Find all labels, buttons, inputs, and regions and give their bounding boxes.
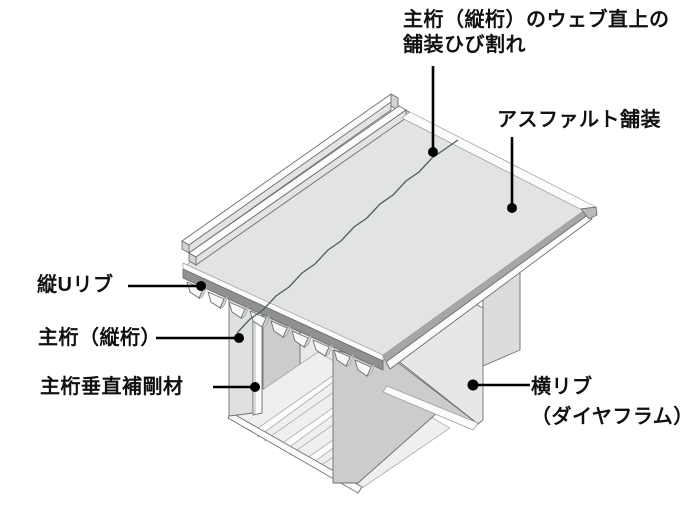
crack-leader-dot	[428, 147, 438, 157]
label-pavement-crack: 主桁（縦桁）のウェブ直上の 舗装ひび割れ	[403, 8, 670, 58]
label-diaphragm-line1: 横リブ	[531, 376, 593, 398]
diaphragm-leader-dot	[467, 379, 479, 391]
diaphragm-bottom-edge-highlight	[382, 385, 479, 431]
label-diaphragm-line2: （ダイヤフラム）	[531, 406, 694, 428]
curb-barrier	[181, 93, 413, 266]
u-rib	[354, 359, 376, 378]
front-diaphragm-shaded	[332, 349, 479, 484]
edge-strip-end-cap	[580, 206, 598, 220]
label-pavement-crack-line1: 主桁（縦桁）のウェブ直上の	[403, 9, 670, 31]
label-main-girder: 主桁（縦桁）	[38, 327, 161, 349]
asphalt-leader-dot	[507, 203, 517, 213]
u-rib	[207, 291, 229, 310]
pavement-crack	[236, 139, 459, 334]
main-girder-leader-dot	[234, 333, 244, 343]
u-rib	[312, 339, 334, 358]
stiffener-leader-dot	[250, 382, 260, 392]
u-ribs	[186, 281, 376, 378]
leader-lines	[128, 66, 530, 392]
u-rib	[228, 301, 250, 320]
u-rib-leader-dot	[196, 281, 206, 291]
u-rib	[249, 310, 271, 329]
label-pavement-crack-line2: 舗装ひび割れ	[403, 34, 526, 56]
label-u-rib: 縦Uリブ	[37, 274, 114, 296]
deck-edge-strip	[401, 111, 598, 220]
label-asphalt-pavement: アスファルト舗装	[497, 109, 661, 131]
label-vertical-stiffener: 主桁垂直補剛材	[40, 376, 184, 398]
u-rib	[333, 349, 355, 368]
label-diaphragm: 横リブ （ダイヤフラム）	[531, 372, 694, 432]
u-rib	[291, 330, 313, 349]
u-rib	[270, 320, 292, 339]
deck-plate-soffit-band	[385, 213, 593, 370]
